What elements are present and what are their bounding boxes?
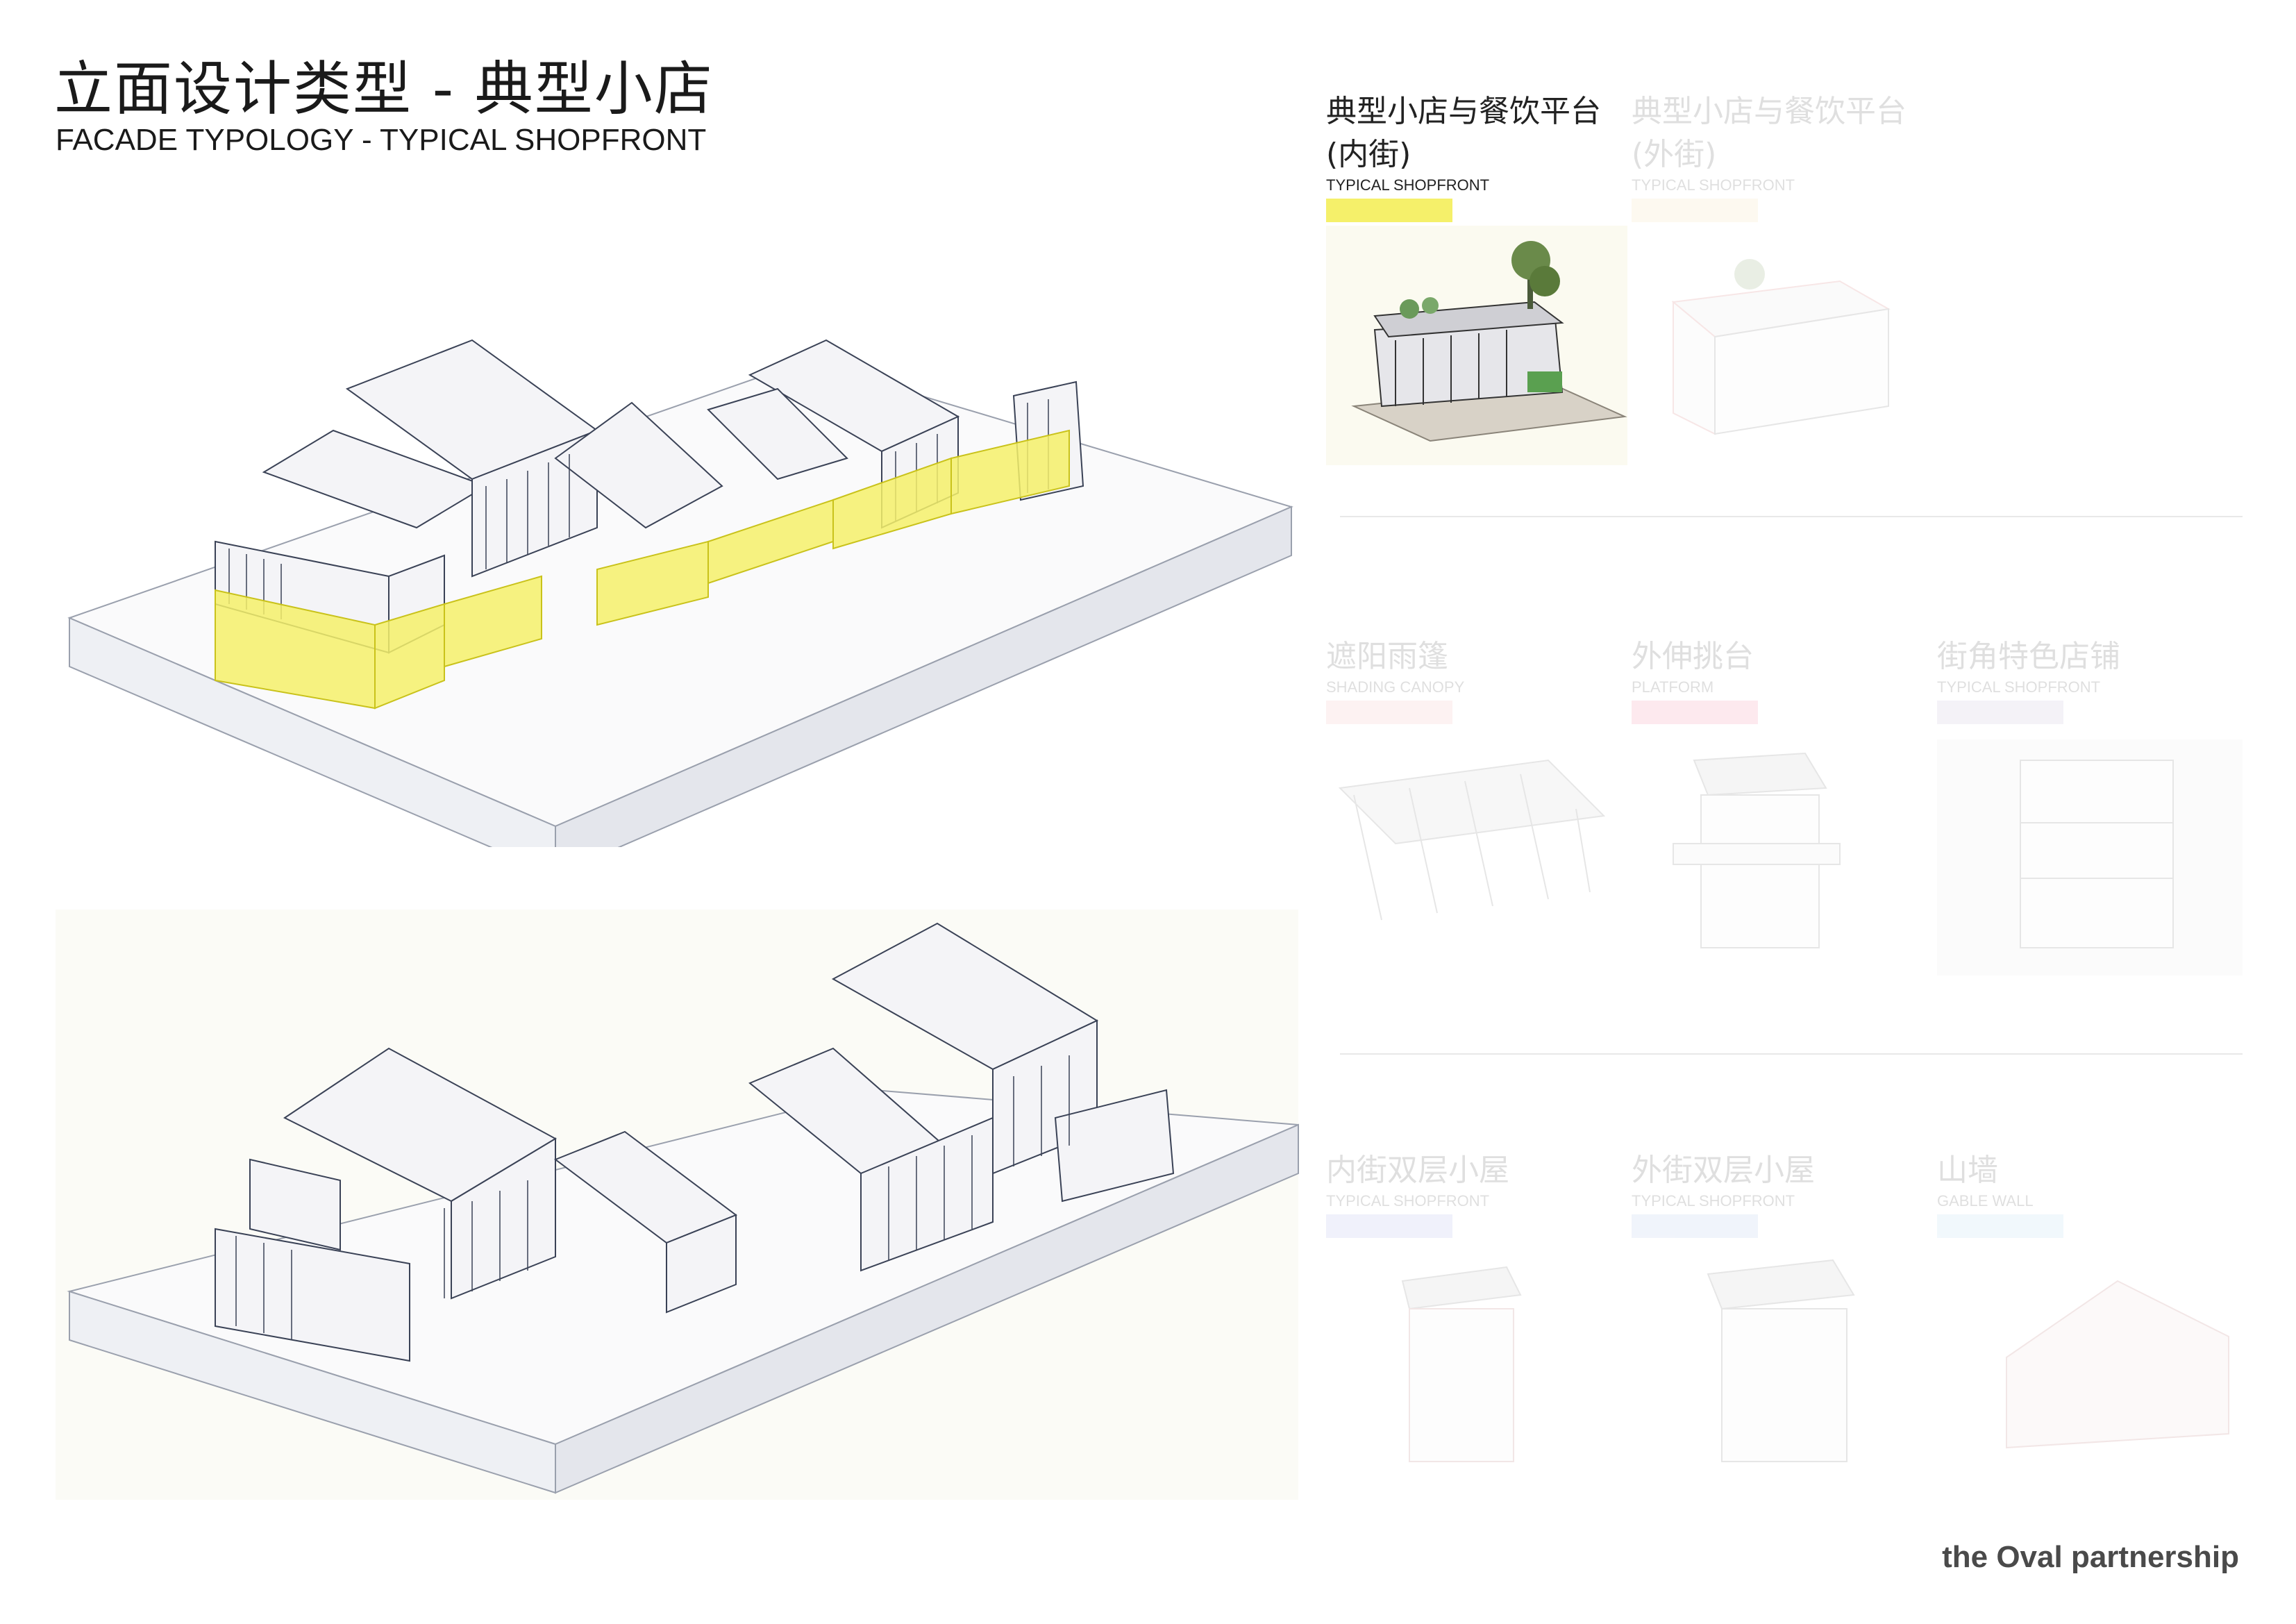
panel-title-en: TYPICAL SHOPFRONT xyxy=(1632,176,1795,194)
panel-title-en: GABLE WALL xyxy=(1937,1192,2034,1209)
panel-thumbnail xyxy=(1937,739,2243,976)
panel-thumbnail xyxy=(1401,1266,1522,1462)
panel-title-cn: 遮阳雨篷 xyxy=(1326,639,1448,674)
panel-thumbnail xyxy=(1671,259,1891,435)
divider xyxy=(1340,516,2243,517)
panel-title-cn: 街角特色店铺 xyxy=(1937,639,2120,674)
divider xyxy=(1340,1053,2243,1055)
panel-title-cn: 内街双层小屋 xyxy=(1326,1153,1509,1188)
page-title-en: FACADE TYPOLOGY - TYPICAL SHOPFRONT xyxy=(56,123,707,157)
panel-title-en: SHADING CANOPY xyxy=(1326,678,1465,696)
panel-color-bar xyxy=(1937,1214,2063,1238)
panel-title-cn: 典型小店与餐饮平台 (内街) xyxy=(1326,94,1601,172)
panel-color-bar xyxy=(1632,1214,1758,1238)
panel-platform[interactable]: 外伸挑台 PLATFORM xyxy=(1632,635,1923,948)
panel-title-cn: 外伸挑台 xyxy=(1632,639,1754,674)
panel-thumbnail xyxy=(1673,752,1841,948)
panel-color-bar xyxy=(1632,199,1758,222)
page-title-cn: 立面设计类型 - 典型小店 xyxy=(54,55,714,123)
panel-shopfront-inner-street[interactable]: 典型小店与餐饮平台 (内街) TYPICAL SHOPFRONT xyxy=(1326,90,1632,465)
axonometric-top-highlighted xyxy=(67,339,1293,847)
panel-corner-shop[interactable]: 街角特色店铺 TYPICAL SHOPFRONT xyxy=(1937,635,2243,976)
panel-color-bar xyxy=(1326,1214,1452,1238)
panel-thumbnail xyxy=(1707,1259,1855,1462)
panel-thumbnail xyxy=(1326,226,1627,465)
panel-shopfront-outer-street[interactable]: 典型小店与餐饮平台 (外街) TYPICAL SHOPFRONT xyxy=(1632,90,1937,435)
panel-color-bar xyxy=(1326,199,1452,222)
panel-inner-two-storey[interactable]: 内街双层小屋 TYPICAL SHOPFRONT xyxy=(1326,1149,1618,1462)
panel-title-cn: 外街双层小屋 xyxy=(1632,1153,1815,1188)
panel-shading-canopy[interactable]: 遮阳雨篷 SHADING CANOPY xyxy=(1326,635,1618,921)
panel-title-en: PLATFORM xyxy=(1632,678,1714,696)
panel-thumbnail xyxy=(2006,1280,2229,1449)
panel-title-en: TYPICAL SHOPFRONT xyxy=(1632,1192,1795,1209)
panel-thumbnail xyxy=(1338,759,1606,921)
panel-title-en: TYPICAL SHOPFRONT xyxy=(1326,176,1490,194)
panel-title-en: TYPICAL SHOPFRONT xyxy=(1937,678,2101,696)
panel-color-bar xyxy=(1937,701,2063,724)
panel-color-bar xyxy=(1326,701,1452,724)
panel-title-en: TYPICAL SHOPFRONT xyxy=(1326,1192,1490,1209)
panel-title-cn: 山墙 xyxy=(1937,1153,1998,1188)
axonometric-bottom xyxy=(56,910,1299,1500)
panel-outer-two-storey[interactable]: 外街双层小屋 TYPICAL SHOPFRONT xyxy=(1632,1149,1923,1462)
company-logo: the Oval partnership xyxy=(1942,1540,2239,1574)
panel-gable-wall[interactable]: 山墙 GABLE WALL xyxy=(1937,1149,2243,1449)
panel-color-bar xyxy=(1632,701,1758,724)
panel-title-cn: 典型小店与餐饮平台 (外街) xyxy=(1632,94,1907,172)
